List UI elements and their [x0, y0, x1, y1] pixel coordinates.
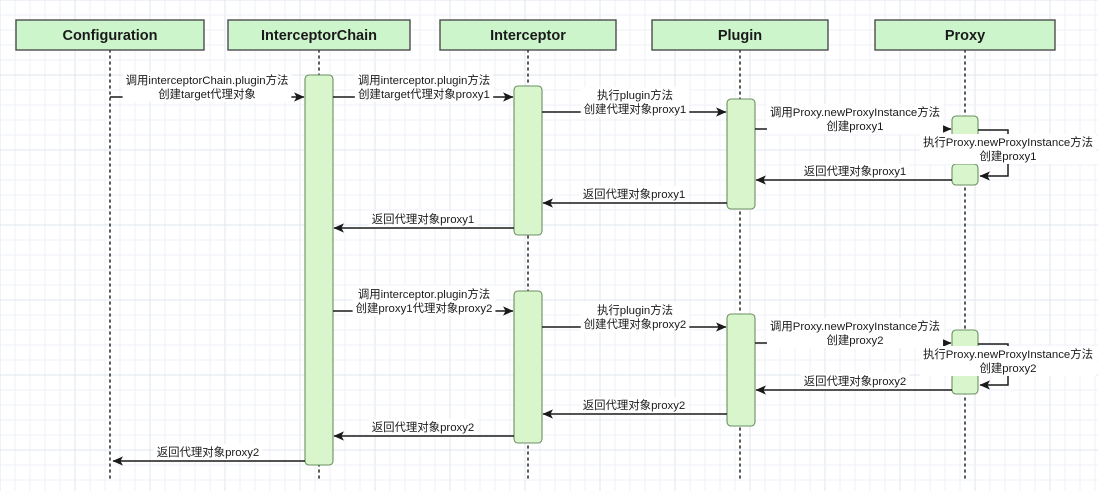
message-label-m11: 调用Proxy.newProxyInstance方法创建proxy2 — [770, 319, 940, 347]
message-label-backdrop-m8 — [368, 211, 478, 227]
message-m7-return[interactable]: 返回代理对象proxy1 — [542, 186, 727, 208]
message-label-backdrop-m13 — [800, 373, 910, 389]
activation-bar-plugin — [726, 313, 756, 427]
message-label-backdrop-m12 — [919, 346, 1097, 376]
message-m1-call[interactable]: 调用interceptorChain.plugin方法创建target代理对象 — [110, 72, 305, 102]
message-label-backdrop-m9 — [352, 286, 496, 316]
participant-header-interceptorchain[interactable]: InterceptorChain — [227, 19, 411, 51]
participant-header-interceptor[interactable]: Interceptor — [439, 19, 617, 51]
message-label-m8: 返回代理对象proxy1 — [372, 212, 475, 226]
message-m11-call[interactable]: 调用Proxy.newProxyInstance方法创建proxy2 — [755, 318, 952, 348]
participant-label-interceptor: Interceptor — [490, 28, 566, 44]
message-label-backdrop-m2 — [354, 72, 494, 102]
message-m14-return[interactable]: 返回代理对象proxy2 — [542, 397, 727, 419]
message-m5-self-call[interactable]: 执行Proxy.newProxyInstance方法创建proxy1 — [919, 129, 1097, 181]
message-m8-return[interactable]: 返回代理对象proxy1 — [333, 211, 514, 233]
message-label-backdrop-m1 — [122, 72, 292, 102]
message-label-m5: 执行Proxy.newProxyInstance方法创建proxy1 — [923, 135, 1093, 163]
message-label-backdrop-m3 — [580, 87, 690, 117]
message-m12-self-call[interactable]: 执行Proxy.newProxyInstance方法创建proxy2 — [919, 343, 1097, 390]
message-label-backdrop-m15 — [368, 419, 478, 435]
message-label-m14: 返回代理对象proxy2 — [583, 398, 686, 412]
message-m16-return[interactable]: 返回代理对象proxy2 — [112, 444, 305, 466]
message-m9-call[interactable]: 调用interceptor.plugin方法创建proxy1代理对象proxy2 — [333, 286, 514, 316]
messages-layer: 调用interceptorChain.plugin方法创建target代理对象调… — [110, 72, 1097, 466]
activation-bar-interceptor — [513, 290, 543, 444]
message-label-backdrop-m4 — [766, 104, 944, 134]
message-label-backdrop-m10 — [580, 302, 690, 332]
activation-bar-proxy — [951, 372, 979, 395]
message-m2-call[interactable]: 调用interceptor.plugin方法创建target代理对象proxy1 — [333, 72, 514, 102]
message-label-m10: 执行plugin方法创建代理对象proxy2 — [584, 303, 687, 331]
participant-label-interceptorchain: InterceptorChain — [261, 28, 377, 44]
message-label-m15: 返回代理对象proxy2 — [372, 420, 475, 434]
message-label-m2: 调用interceptor.plugin方法创建target代理对象proxy1 — [358, 73, 490, 101]
message-label-m12: 执行Proxy.newProxyInstance方法创建proxy2 — [923, 347, 1093, 375]
participant-label-configuration: Configuration — [62, 28, 157, 44]
message-m10-call[interactable]: 执行plugin方法创建代理对象proxy2 — [542, 302, 727, 332]
message-m6-return[interactable]: 返回代理对象proxy1 — [755, 163, 952, 185]
message-label-m13: 返回代理对象proxy2 — [804, 374, 907, 388]
participant-label-plugin: Plugin — [718, 28, 762, 44]
message-m15-return[interactable]: 返回代理对象proxy2 — [333, 419, 514, 441]
participant-header-plugin[interactable]: Plugin — [651, 19, 829, 51]
participant-header-configuration[interactable]: Configuration — [15, 19, 205, 51]
message-m3-call[interactable]: 执行plugin方法创建代理对象proxy1 — [542, 87, 727, 117]
message-label-m7: 返回代理对象proxy1 — [583, 187, 686, 201]
activation-bar-proxy — [951, 163, 979, 186]
message-label-m9: 调用interceptor.plugin方法创建proxy1代理对象proxy2 — [356, 287, 493, 315]
message-label-backdrop-m11 — [766, 318, 944, 348]
message-m13-return[interactable]: 返回代理对象proxy2 — [755, 373, 952, 395]
participant-headers-layer: Configuration InterceptorChain Interceptor… — [15, 19, 1056, 51]
message-label-backdrop-m6 — [800, 163, 910, 179]
message-m4-call[interactable]: 调用Proxy.newProxyInstance方法创建proxy1 — [755, 104, 952, 134]
message-label-backdrop-m5 — [919, 134, 1097, 164]
activation-bar-plugin — [726, 98, 756, 210]
message-label-m4: 调用Proxy.newProxyInstance方法创建proxy1 — [770, 105, 940, 133]
message-label-m16: 返回代理对象proxy2 — [157, 445, 260, 459]
message-label-m1: 调用interceptorChain.plugin方法创建target代理对象 — [126, 73, 289, 101]
message-label-backdrop-m7 — [579, 186, 689, 202]
participant-header-proxy[interactable]: Proxy — [874, 19, 1056, 51]
message-label-backdrop-m14 — [579, 397, 689, 413]
message-label-backdrop-m16 — [153, 444, 263, 460]
activation-bar-interceptorchain — [304, 74, 334, 466]
participant-label-proxy: Proxy — [945, 28, 985, 44]
message-label-m3: 执行plugin方法创建代理对象proxy1 — [584, 88, 687, 116]
message-label-m6: 返回代理对象proxy1 — [804, 164, 907, 178]
activation-bar-interceptor — [513, 85, 543, 236]
